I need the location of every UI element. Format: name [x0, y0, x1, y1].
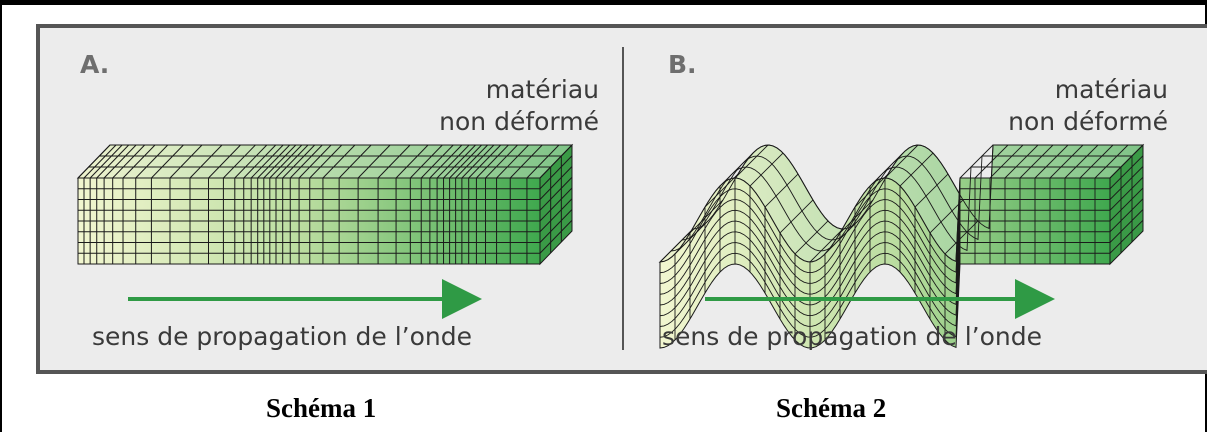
- panel-b-material-label: matériau non déformé: [908, 74, 1168, 138]
- block-b: [658, 143, 1145, 349]
- panel-divider: [622, 47, 624, 350]
- caption-schema-1: Schéma 1: [266, 393, 377, 423]
- panel-a-label-line1: matériau: [485, 75, 599, 104]
- panel-b-label-line1: matériau: [1054, 75, 1168, 104]
- panel-a-letter: A.: [80, 50, 110, 79]
- caption-schema-2: Schéma 2: [776, 393, 887, 423]
- panel-b-propagation-label: sens de propagation de l’onde: [662, 322, 1043, 351]
- panel-a-label-line2: non déformé: [439, 107, 599, 136]
- panel-b-letter: B.: [668, 50, 697, 79]
- block-a-grid: [77, 144, 573, 265]
- panel-a-propagation-label: sens de propagation de l’onde: [92, 322, 473, 351]
- panel-b-label-line2: non déformé: [1008, 107, 1168, 136]
- block-a: [76, 143, 574, 266]
- block-b-grid: [659, 144, 1144, 348]
- panel-a-material-label: matériau non déformé: [339, 74, 599, 138]
